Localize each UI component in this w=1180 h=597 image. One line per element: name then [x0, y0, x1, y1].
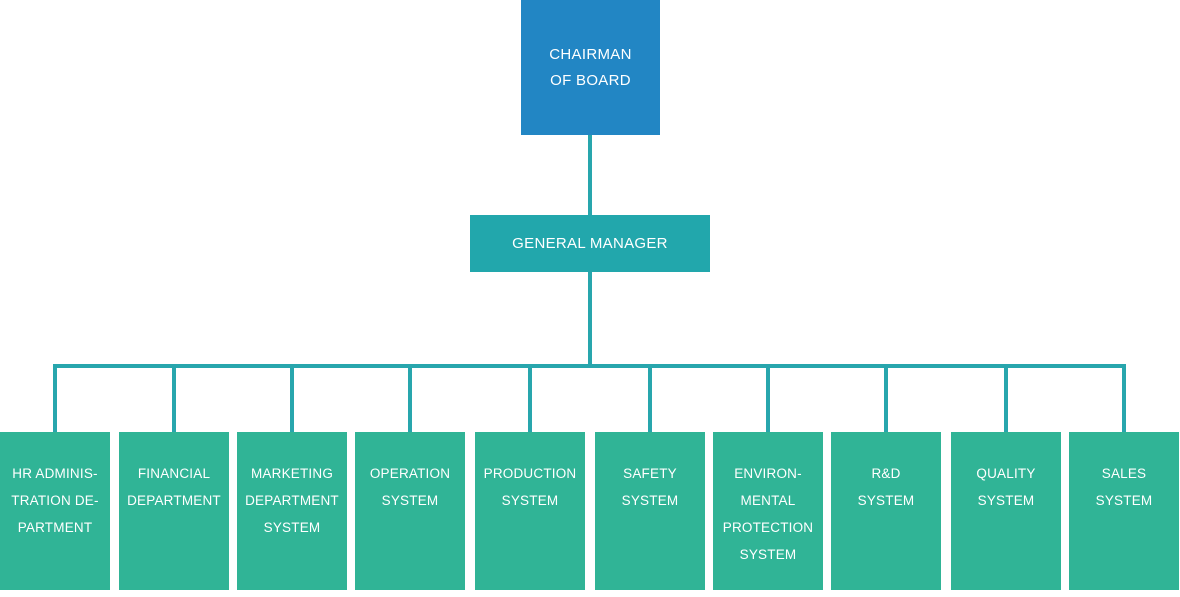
node-general-manager: GENERAL MANAGER — [470, 215, 710, 272]
node-label-line: QUALITY — [976, 466, 1036, 481]
node-label-line: SYSTEM — [1095, 493, 1153, 508]
node-quality-system: QUALITY SYSTEM — [951, 432, 1061, 590]
node-label-line: SYSTEM — [739, 547, 797, 562]
node-label-line: SYSTEM — [621, 493, 679, 508]
node-label-line: MENTAL — [740, 493, 796, 508]
node-environmental-protection-system: ENVIRON- MENTAL PROTECTION SYSTEM — [713, 432, 823, 590]
node-hr-administration-department: HR ADMINIS- TRATION DE- PARTMENT — [0, 432, 110, 590]
node-operation-system: OPERATION SYSTEM — [355, 432, 465, 590]
connector-manager-bus — [588, 272, 592, 366]
node-label-line: PROTECTION — [722, 520, 814, 535]
node-label-line: SYSTEM — [857, 493, 915, 508]
connector-drop-sales — [1122, 364, 1126, 432]
connector-bus — [53, 364, 1126, 368]
node-label-line: TRATION DE- — [11, 493, 99, 508]
node-label-line: SYSTEM — [977, 493, 1035, 508]
node-safety-system: SAFETY SYSTEM — [595, 432, 705, 590]
node-label-line: OPERATION — [369, 466, 451, 481]
node-chairman-of-board: CHAIRMAN OF BOARD — [521, 0, 660, 135]
node-label-line: CHAIRMAN — [549, 45, 632, 63]
node-label-line: SAFETY — [623, 466, 677, 481]
node-label-line: PRODUCTION — [483, 466, 577, 481]
node-label-line: SYSTEM — [263, 520, 321, 535]
node-label-line: DEPARTMENT — [127, 493, 221, 508]
connector-drop-operation — [408, 364, 412, 432]
node-label-line: SYSTEM — [381, 493, 439, 508]
node-label-line: PARTMENT — [17, 520, 93, 535]
node-label-line: ENVIRON- — [734, 466, 802, 481]
connector-drop-production — [528, 364, 532, 432]
connector-chairman-manager — [588, 135, 592, 215]
node-rd-system: R&D SYSTEM — [831, 432, 941, 590]
node-label-line: GENERAL MANAGER — [512, 235, 668, 252]
node-label-line: SYSTEM — [501, 493, 559, 508]
node-production-system: PRODUCTION SYSTEM — [475, 432, 585, 590]
node-label-line: SALES — [1101, 466, 1147, 481]
connector-drop-marketing — [290, 364, 294, 432]
connector-drop-environmental — [766, 364, 770, 432]
node-label-line: OF BOARD — [550, 71, 631, 89]
node-financial-department: FINANCIAL DEPARTMENT — [119, 432, 229, 590]
node-sales-system: SALES SYSTEM — [1069, 432, 1179, 590]
node-label-line: DEPARTMENT — [245, 493, 339, 508]
connector-drop-hr — [53, 364, 57, 432]
node-label-line: FINANCIAL — [137, 466, 211, 481]
node-marketing-department-system: MARKETING DEPARTMENT SYSTEM — [237, 432, 347, 590]
connector-drop-safety — [648, 364, 652, 432]
connector-drop-quality — [1004, 364, 1008, 432]
connector-drop-rd — [884, 364, 888, 432]
node-label-line: HR ADMINIS- — [12, 466, 98, 481]
node-label-line: MARKETING — [250, 466, 334, 481]
node-label-line: R&D — [871, 466, 901, 481]
connector-drop-financial — [172, 364, 176, 432]
